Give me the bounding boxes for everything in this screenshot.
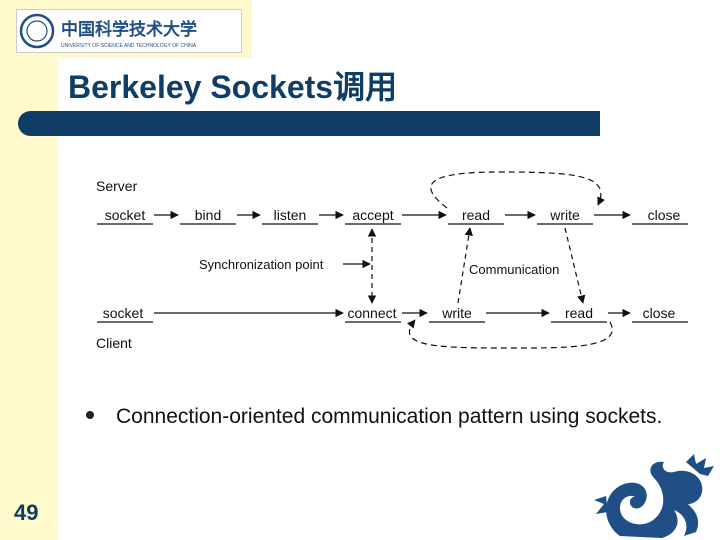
bullet-text: Connection-oriented communication patter… [116, 405, 663, 428]
client-step-write: write [441, 305, 472, 321]
comm-arrow-client-to-server [457, 227, 473, 304]
server-step-accept: accept [352, 207, 393, 223]
server-step-socket: socket [105, 207, 146, 223]
sync-point-label: Synchronization point [199, 257, 324, 272]
client-step-close: close [643, 305, 676, 321]
page-number: 49 [14, 500, 39, 525]
logo-name-cn: 中国科学技术大学 [61, 19, 197, 39]
title-underline-bar [18, 111, 600, 136]
server-step-close: close [648, 207, 681, 223]
server-loop-arrow [430, 171, 605, 209]
left-decor-strip [0, 0, 58, 540]
logo-name-en: UNIVERSITY OF SCIENCE AND TECHNOLOGY OF … [61, 43, 197, 49]
server-step-write: write [549, 207, 580, 223]
server-step-bind: bind [195, 207, 221, 223]
client-step-socket: socket [103, 305, 144, 321]
client-label: Client [96, 335, 132, 351]
dragon-logo [594, 454, 714, 538]
client-step-read: read [565, 305, 593, 321]
slide-title: Berkeley Sockets调用 [68, 69, 398, 105]
bullet-point [86, 411, 94, 419]
university-logo: 中国科学技术大学 UNIVERSITY OF SCIENCE AND TECHN… [16, 9, 242, 53]
client-loop-arrow [407, 319, 613, 349]
server-step-listen: listen [274, 207, 307, 223]
university-logo-svg: 中国科学技术大学 UNIVERSITY OF SCIENCE AND TECHN… [19, 13, 197, 49]
comm-arrow-server-to-client [564, 227, 586, 304]
server-label: Server [96, 178, 138, 194]
communication-label: Communication [469, 262, 559, 277]
logo-area: 中国科学技术大学 UNIVERSITY OF SCIENCE AND TECHN… [0, 0, 252, 58]
server-step-read: read [462, 207, 490, 223]
client-step-connect: connect [347, 305, 396, 321]
